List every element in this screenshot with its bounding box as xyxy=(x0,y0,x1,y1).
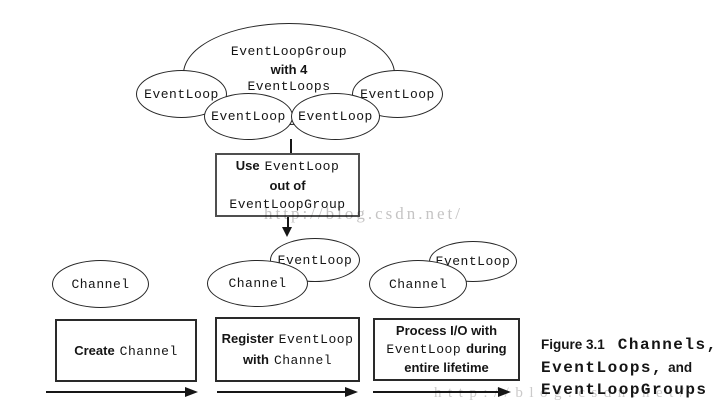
register-box-with: with xyxy=(242,351,269,367)
create-box-create: Create xyxy=(74,342,115,358)
caption-line1: Figure 3.1 Channels, xyxy=(541,334,728,357)
process-box-during: during xyxy=(466,341,507,356)
process-box-line2: EventLoop during xyxy=(386,340,506,359)
eventloopgroup-subtitle: with 4 xyxy=(270,61,308,77)
caption-line3: EventLoopGroups xyxy=(541,379,728,402)
register-box-register: Register xyxy=(221,330,274,346)
eventloop-ellipse-mid-left: EventLoop xyxy=(204,93,293,140)
timeline-arrow1-head xyxy=(185,386,198,397)
timeline-arrow2-head xyxy=(345,386,358,397)
register-box-channel: Channel xyxy=(273,352,333,368)
caption-channels: Channels, xyxy=(617,336,718,354)
timeline-arrow1-line xyxy=(46,391,187,393)
use-box-line2: out of xyxy=(269,178,306,193)
register-box-eventloop: EventLoop xyxy=(278,331,354,347)
use-box-use: Use xyxy=(235,158,260,173)
use-box-line3: EventLoopGroup xyxy=(229,197,346,212)
timeline-arrow3-line xyxy=(373,391,500,393)
arrow-down-head xyxy=(282,227,292,237)
channel-ellipse-stage1: Channel xyxy=(52,260,149,308)
process-box-eventloop: EventLoop xyxy=(386,342,462,357)
process-box-line1: Process I/O with xyxy=(395,323,498,338)
watermark-bottom: http://blog.csdn.net/ xyxy=(434,385,691,401)
use-eventloop-box: Use EventLoop out of EventLoopGroup xyxy=(215,153,360,217)
eventloop-label: EventLoop xyxy=(211,109,286,124)
eventloop-label: EventLoop xyxy=(360,86,435,102)
caption-eventloopgroups: EventLoopGroups xyxy=(541,381,708,399)
process-io-box: Process I/O with EventLoop during entire … xyxy=(373,318,520,381)
channel-ellipse-stage2: Channel xyxy=(207,260,308,307)
eventloop-ellipse-mid-right: EventLoop xyxy=(291,93,380,140)
connector-line-top xyxy=(290,139,292,154)
use-box-line1: Use EventLoop xyxy=(236,156,340,176)
timeline-arrow2-line xyxy=(217,391,347,393)
watermark-middle: http://blog.csdn.net/ xyxy=(264,204,463,223)
eventloopgroup-title: EventLoopGroup xyxy=(230,44,348,59)
channel-ellipse-stage3: Channel xyxy=(369,260,467,308)
process-box-line3: entire lifetime xyxy=(404,360,489,375)
timeline-arrow3-head xyxy=(498,386,511,397)
channel-label: Channel xyxy=(228,276,287,291)
eventloop-label: EventLoop xyxy=(144,86,219,102)
caption-eventloops: EventLoops, xyxy=(541,358,664,377)
eventloopgroup-label: EventLoopGroup with 4 EventLoops xyxy=(231,24,347,96)
eventloop-label: EventLoop xyxy=(277,252,353,268)
caption-line2: EventLoops,and xyxy=(541,357,728,380)
channel-label: Channel xyxy=(71,276,130,292)
caption-figure-number: Figure 3.1 xyxy=(541,337,605,352)
eventloop-label: EventLoop xyxy=(298,109,373,124)
eventloopgroup-subtitle2: EventLoops xyxy=(247,79,331,94)
use-box-eventloop: EventLoop xyxy=(264,159,340,174)
caption-and: and xyxy=(668,359,693,375)
arrow-down-line xyxy=(287,217,289,228)
create-box-channel: Channel xyxy=(119,343,178,359)
eventloop-label: EventLoop xyxy=(435,254,511,269)
figure-caption: Figure 3.1 Channels, EventLoops,and Event… xyxy=(541,334,728,402)
channel-label: Channel xyxy=(388,276,448,292)
